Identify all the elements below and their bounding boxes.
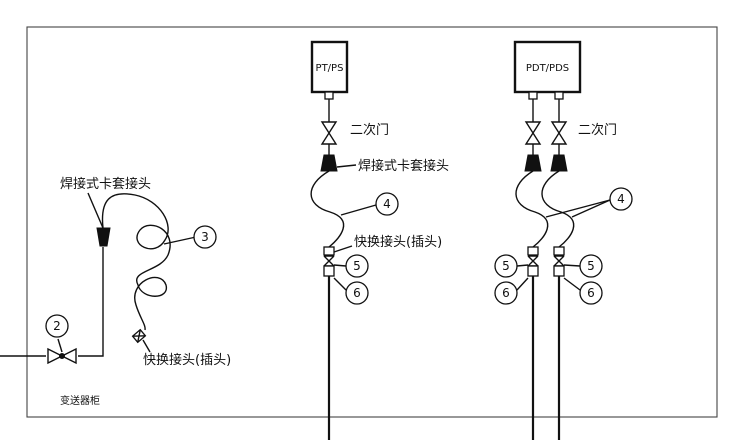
callout-2 [45, 314, 69, 338]
callout-6-right-a-number: 6 [502, 286, 510, 300]
cabinet-frame [26, 26, 718, 418]
right-welded-fitting-a-icon [524, 154, 542, 172]
callout-3 [193, 225, 217, 249]
callout-5-right-a [494, 254, 518, 278]
callout-2-leader [57, 338, 63, 353]
left-welded-fitting-label: 焊接式卡套接头 [60, 176, 151, 192]
pt-ps-label: PT/PS [316, 63, 344, 74]
right-hose-a [515, 170, 549, 248]
right-secondary-valve-label: 二次门 [578, 122, 617, 138]
left-quick-coupling-label: 快换接头(插头) [143, 352, 231, 368]
left-coupling-leader [142, 339, 151, 353]
mid-secondary-valve-label: 二次门 [350, 122, 389, 138]
callout-6-right-b [579, 281, 603, 305]
callout-4-mid-number: 4 [383, 197, 391, 211]
left-valve [47, 347, 77, 365]
mid-quick-coupling-icon [323, 246, 335, 277]
callout-4-mid [375, 192, 399, 216]
left-tube-pipe [0, 247, 104, 357]
callout-6-right-b-number: 6 [587, 286, 595, 300]
mid-secondary-valve [320, 121, 338, 155]
mid-welded-fitting-label: 焊接式卡套接头 [358, 158, 449, 174]
right-secondary-valves [524, 121, 568, 155]
callout-3-leader [163, 236, 197, 245]
right-welded-fitting-b-icon [550, 154, 568, 172]
callout-5-right-b [579, 254, 603, 278]
pt-ps-port [324, 91, 334, 100]
callout-5-right-a-number: 5 [502, 259, 510, 273]
pdt-pds-transmitter [513, 40, 582, 94]
callout-4-right [609, 187, 633, 211]
mid-welded-fitting-icon [320, 154, 338, 172]
callout-5-mid [345, 254, 369, 278]
mid-hose [310, 170, 345, 248]
pdt-pds-label: PDT/PDS [526, 63, 569, 74]
left-fitting-leader [87, 192, 104, 229]
callout-6-mid [345, 281, 369, 305]
right-quick-couplings-icon [527, 246, 565, 277]
callout-3-number: 3 [201, 230, 209, 244]
callout-5-right-b-number: 5 [587, 259, 595, 273]
cabinet-label: 变送器柜 [60, 394, 100, 407]
left-coiled-hose [101, 193, 171, 331]
left-quick-coupling-icon [131, 328, 147, 344]
right-hose-b [541, 170, 575, 248]
callout-6-mid-number: 6 [353, 286, 361, 300]
callout-5-mid-number: 5 [353, 259, 361, 273]
callout-4-right-number: 4 [617, 192, 625, 206]
callout-6-right-a [494, 281, 518, 305]
mid-quick-coupling-label: 快换接头(插头) [354, 234, 442, 250]
left-welded-fitting-icon [96, 227, 111, 247]
callout-2-number: 2 [53, 319, 61, 333]
